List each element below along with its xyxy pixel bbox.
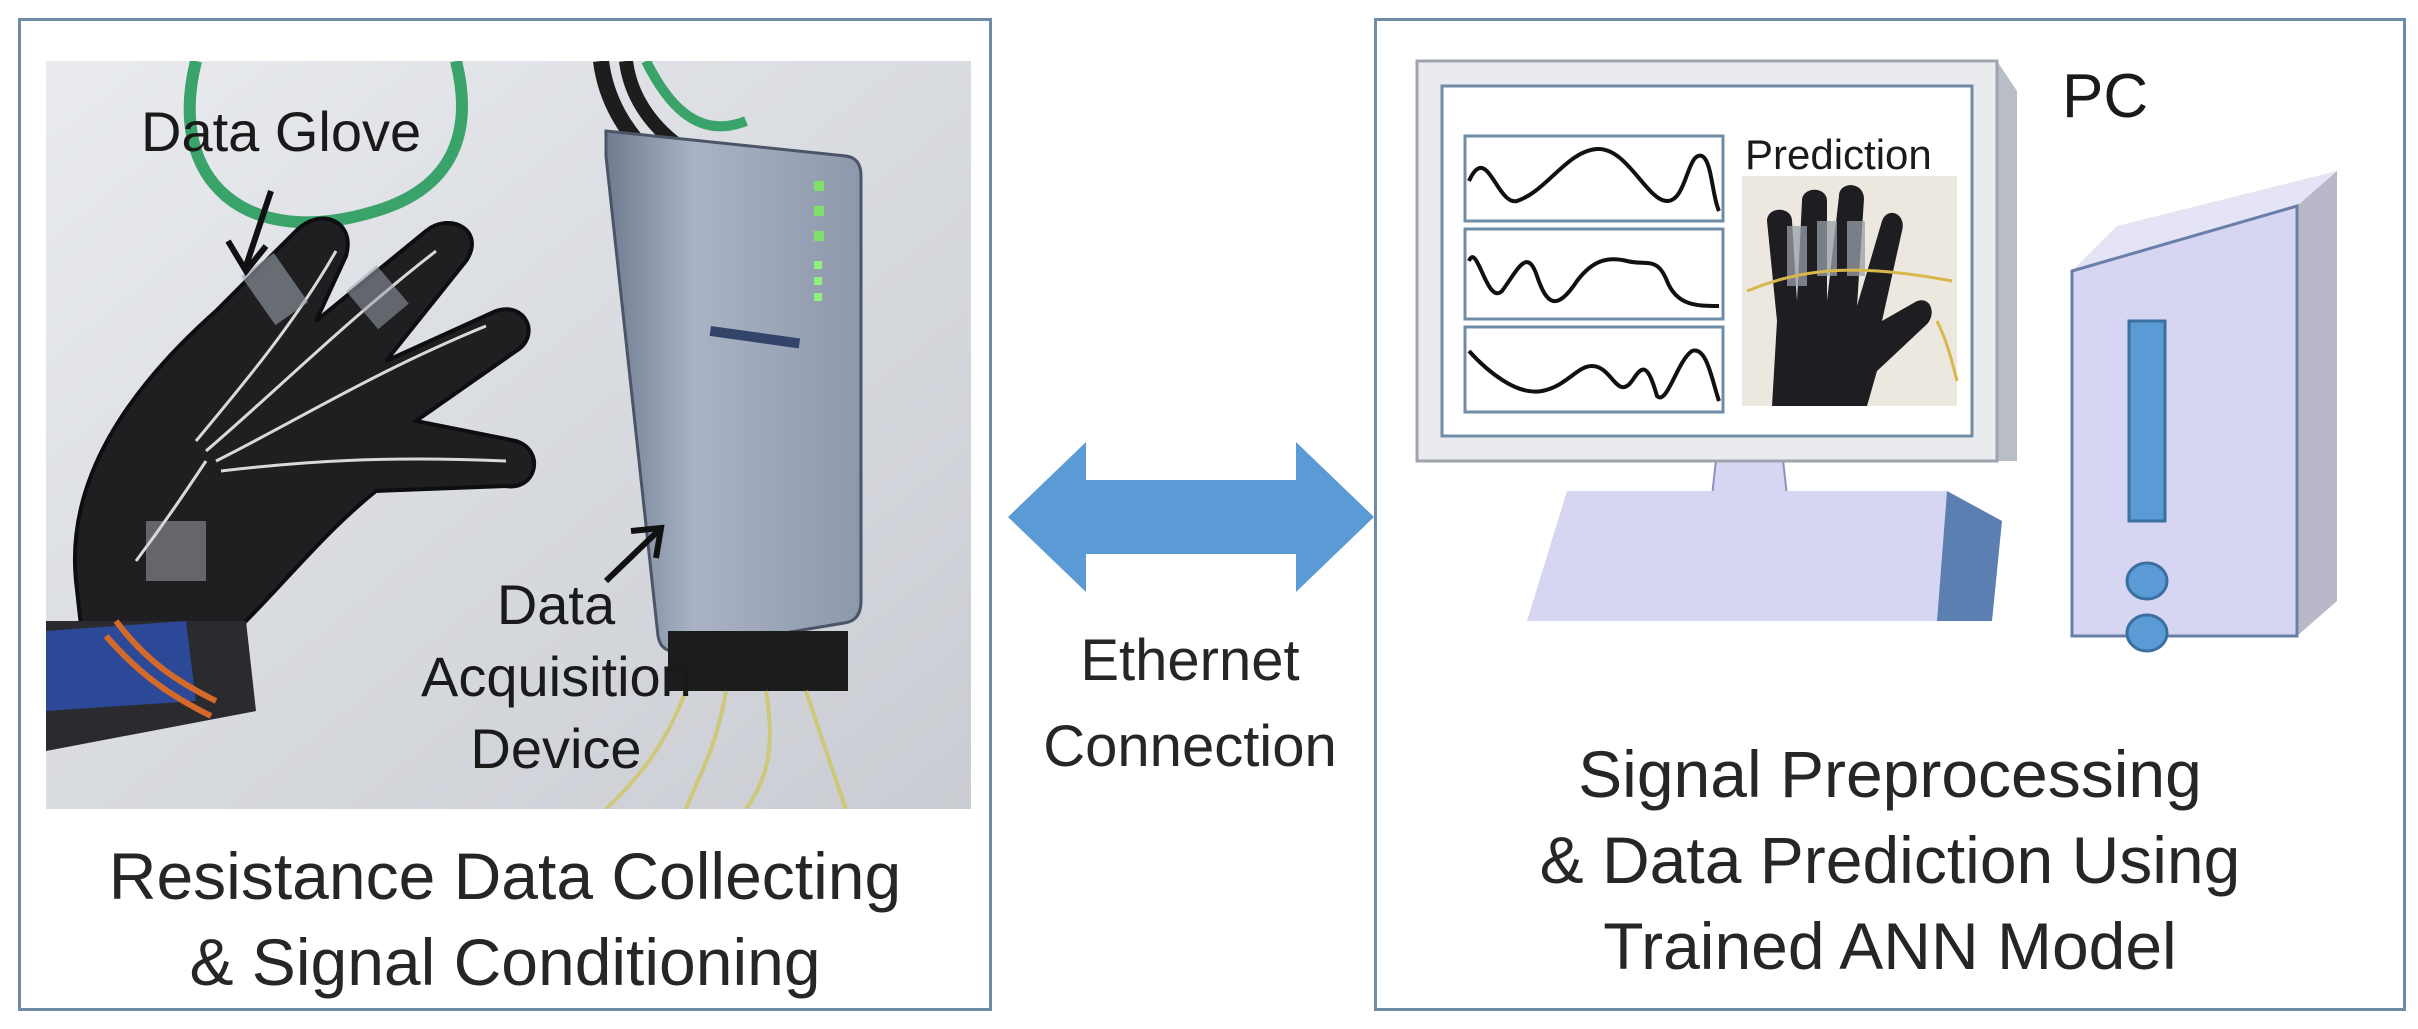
right-caption-line: Trained ANN Model bbox=[1603, 909, 2177, 983]
pc-label: PC bbox=[2062, 62, 2149, 131]
monitor bbox=[1415, 59, 2017, 463]
data-glove bbox=[46, 216, 536, 751]
left-caption-line: Resistance Data Collecting bbox=[108, 839, 902, 913]
monitor-stand bbox=[1527, 450, 2002, 621]
data-glove-photo bbox=[46, 61, 971, 809]
prediction-hand-image bbox=[1742, 176, 1959, 406]
power-button-icon bbox=[2125, 561, 2169, 601]
daq-label-line: Acquisition bbox=[421, 645, 692, 708]
pc-tower bbox=[2070, 171, 2337, 653]
left-panel: Data Glove Data Acquisition Device Resis… bbox=[18, 18, 992, 1011]
signal-plot-2 bbox=[1463, 227, 1725, 321]
reset-button-icon bbox=[2125, 613, 2169, 653]
daq-label-line: Device bbox=[470, 717, 642, 780]
prediction-label: Prediction bbox=[1745, 131, 1932, 178]
drive-bay-icon bbox=[2127, 319, 2167, 523]
signal-plot-3 bbox=[1463, 325, 1725, 414]
left-caption-line: & Signal Conditioning bbox=[189, 925, 821, 999]
data-glove-label: Data Glove bbox=[141, 100, 422, 163]
bidirectional-arrow-icon bbox=[1008, 442, 1374, 592]
data-acquisition-device-label: Data Acquisition Device bbox=[421, 569, 692, 785]
right-caption-line: & Data Prediction Using bbox=[1539, 823, 2241, 897]
right-caption: Signal Preprocessing & Data Prediction U… bbox=[1377, 731, 2403, 989]
ethernet-connection-label: Ethernet Connection bbox=[1000, 618, 1380, 790]
daq-label-line: Data bbox=[496, 573, 616, 636]
ethernet-label-line: Connection bbox=[1043, 714, 1337, 779]
right-panel: PC Prediction Signal Preprocessing & Dat… bbox=[1374, 18, 2406, 1011]
ethernet-label-line: Ethernet bbox=[1080, 628, 1300, 693]
pc-illustration bbox=[1415, 59, 2337, 653]
right-caption-line: Signal Preprocessing bbox=[1578, 737, 2202, 811]
daq-device bbox=[604, 129, 863, 809]
left-caption: Resistance Data Collecting & Signal Cond… bbox=[21, 833, 989, 1005]
